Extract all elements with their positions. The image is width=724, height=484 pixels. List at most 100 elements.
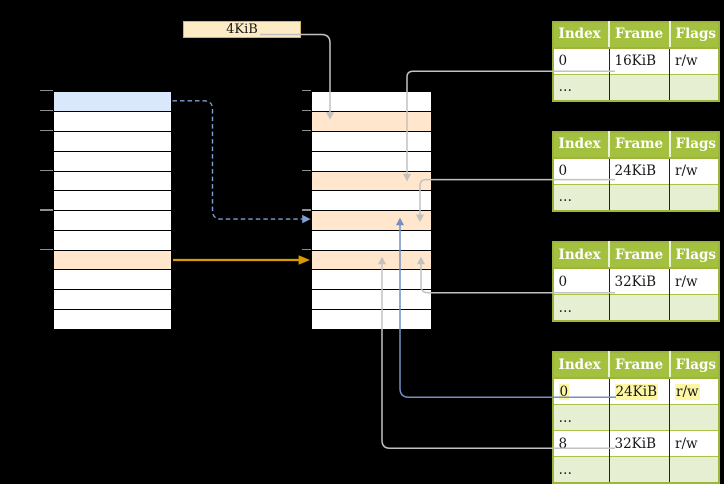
address-tick — [40, 169, 53, 171]
memory-cell-blue — [53, 91, 171, 112]
table-cell: … — [552, 294, 610, 321]
table-cell: 32KiB — [609, 267, 670, 295]
address-tick — [40, 89, 53, 92]
arrowhead-right-icon — [302, 214, 311, 224]
memory-cell-plain — [312, 289, 431, 309]
table-cell: … — [552, 183, 610, 211]
table-cell — [609, 456, 670, 483]
table-cell: 32KiB — [609, 430, 670, 457]
memory-cell-plain — [312, 269, 431, 289]
table-cell — [609, 404, 670, 431]
memory-cell-plain — [312, 190, 431, 210]
memory-cell-plain — [312, 131, 431, 151]
arrowhead-right-icon — [298, 255, 310, 265]
page-size-box: 4KiB — [183, 20, 301, 38]
memory-cell-orange — [312, 111, 431, 131]
highlighted-value: r/w — [675, 383, 700, 400]
table-cell — [609, 183, 670, 211]
memory-cell-plain — [53, 229, 171, 250]
table-cell: 16KiB — [609, 47, 670, 74]
table-cell: 0 — [552, 47, 610, 74]
table-cell: r/w — [669, 267, 719, 295]
table-cell — [669, 294, 719, 321]
column-header: Flags — [669, 131, 719, 159]
memory-cell-orange — [53, 249, 171, 270]
column-header: Frame — [609, 242, 671, 269]
address-tick — [301, 129, 311, 131]
memory-cell-plain — [53, 308, 171, 329]
column-header: Frame — [609, 21, 671, 49]
table-cell: 0 — [552, 157, 610, 184]
column-header: Index — [552, 242, 610, 269]
table-cell: r/w — [669, 47, 719, 74]
table-row: … — [552, 73, 719, 101]
highlighted-value: 0 — [558, 383, 570, 400]
table-cell — [669, 404, 719, 431]
memory-cell-plain — [53, 170, 171, 191]
table-cell — [669, 183, 719, 211]
connector-virtualpage8-to-frame32 — [173, 255, 310, 265]
physical-memory-column — [311, 90, 432, 330]
table-cell: r/w — [669, 157, 719, 184]
column-header: Index — [552, 352, 610, 379]
address-tick — [301, 89, 311, 92]
memory-cell-plain — [53, 150, 171, 171]
table-cell: … — [552, 73, 610, 101]
address-tick — [301, 109, 311, 112]
memory-cell-orange — [312, 210, 431, 230]
table-row: … — [552, 404, 719, 431]
column-header: Flags — [669, 352, 719, 379]
address-tick — [40, 209, 53, 211]
column-header: Index — [552, 21, 610, 49]
memory-cell-plain — [312, 308, 431, 329]
column-header: Frame — [609, 131, 671, 159]
table-cell: r/w — [669, 377, 719, 405]
memory-cell-plain — [53, 111, 171, 131]
address-tick — [40, 249, 53, 251]
address-tick — [40, 109, 53, 112]
address-tick — [301, 249, 311, 251]
table-cell: … — [552, 404, 610, 431]
memory-cell-orange — [312, 170, 431, 191]
memory-cell-orange — [312, 249, 431, 270]
table-cell: 0 — [552, 267, 610, 295]
table-row: 0 24KiB r/w — [552, 377, 719, 405]
highlighted-value: 24KiB — [614, 383, 659, 400]
table-row: … — [552, 294, 719, 321]
table-cell — [669, 73, 719, 101]
table-cell: 8 — [552, 430, 610, 457]
memory-cell-plain — [53, 131, 171, 151]
memory-cell-plain — [312, 91, 431, 112]
column-header: Flags — [669, 242, 719, 269]
column-header: Flags — [669, 21, 719, 49]
table-cell: r/w — [669, 430, 719, 457]
memory-cell-plain — [53, 190, 171, 210]
address-tick — [301, 209, 311, 211]
table-cell: 24KiB — [609, 157, 670, 184]
connector-virtualpage0-to-frame24 — [172, 100, 311, 224]
table-cell: … — [552, 456, 610, 483]
virtual-memory-column — [52, 90, 172, 330]
column-header: Frame — [609, 352, 671, 379]
address-tick — [301, 169, 311, 171]
address-tick — [40, 129, 53, 131]
column-header: Index — [552, 131, 610, 159]
memory-cell-plain — [53, 269, 171, 289]
memory-cell-plain — [53, 289, 171, 309]
memory-cell-plain — [53, 210, 171, 230]
table-cell — [609, 294, 670, 321]
table-cell: 24KiB — [609, 377, 670, 405]
table-cell: 0 — [552, 377, 610, 405]
memory-cell-plain — [312, 150, 431, 171]
page-size-label: 4KiB — [226, 21, 258, 37]
memory-cell-plain — [312, 229, 431, 250]
